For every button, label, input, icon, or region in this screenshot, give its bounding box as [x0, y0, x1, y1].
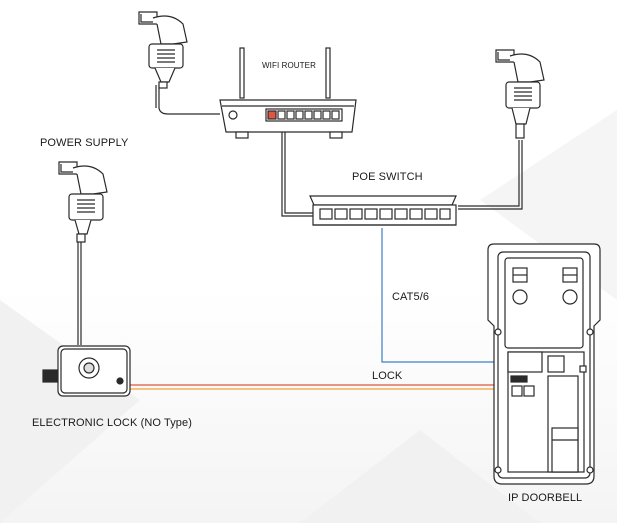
- router-power-cable: [158, 85, 220, 115]
- power-adapter-icon: [138, 11, 188, 89]
- switch-power-cable: [458, 140, 520, 207]
- electronic-lock-label: ELECTRONIC LOCK (NO Type): [32, 417, 192, 429]
- poe-switch-icon: [309, 195, 457, 226]
- lock-wire-label: LOCK: [372, 370, 403, 382]
- ip-doorbell-icon: [487, 243, 601, 485]
- power-adapter-icon: [58, 161, 108, 243]
- wifi-router-icon: [219, 47, 357, 139]
- poe-switch-label: POE SWITCH: [352, 171, 423, 183]
- ip-doorbell-label: IP DOORBELL: [508, 492, 583, 504]
- switch-ports: [319, 208, 451, 220]
- cat-cable-label: CAT5/6: [392, 291, 430, 303]
- router-ports: [267, 110, 340, 120]
- router-to-switch-cable: [284, 118, 313, 214]
- power-adapter-icon: [495, 49, 545, 139]
- power-supply-label: POWER SUPPLY: [40, 137, 129, 149]
- electronic-lock-icon: [42, 345, 131, 397]
- wifi-router-label: WIFI ROUTER: [262, 61, 316, 70]
